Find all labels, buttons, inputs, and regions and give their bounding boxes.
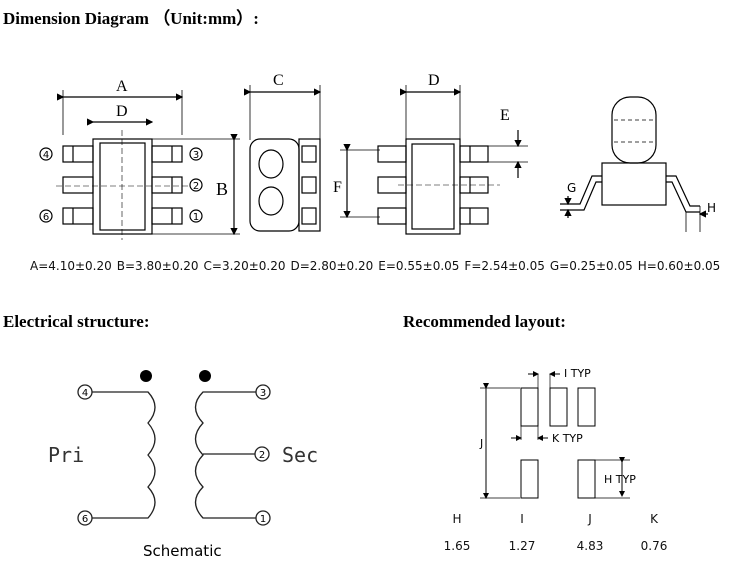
pin-6-label: 6 <box>43 212 49 223</box>
dim-c-label: C <box>273 72 284 89</box>
dim-h-label: H <box>707 201 716 215</box>
pri-label: Pri <box>48 443 84 467</box>
secondary-dot <box>199 370 211 382</box>
dim-f-value: F=2.54±0.05 <box>464 259 545 273</box>
dim-d-label-front: D <box>428 72 440 89</box>
schem-pin-3: 3 <box>260 388 266 399</box>
electrical-structure-heading: Electrical structure: <box>3 312 150 331</box>
table-header-j: J <box>588 512 592 526</box>
schem-pin-4: 4 <box>82 388 88 399</box>
table-header-h: H <box>452 512 462 526</box>
pin-4-label: 4 <box>43 150 49 161</box>
dim-f-label: F <box>333 179 342 196</box>
dim-d-value: D=2.80±0.20 <box>290 259 374 273</box>
front-view <box>340 85 528 235</box>
dim-b-label: B <box>216 179 228 199</box>
layout-i-typ: I TYP <box>564 367 591 380</box>
top-view <box>39 90 240 240</box>
pin-3-label: 3 <box>193 150 199 161</box>
profile-view <box>560 96 708 232</box>
dim-g-label: G <box>567 181 576 195</box>
schem-pin-6: 6 <box>82 514 88 525</box>
table-header-k: K <box>650 512 658 526</box>
schem-pin-2: 2 <box>259 450 265 461</box>
dim-h-value: H=0.60±0.05 <box>637 259 721 273</box>
schematic-caption: Schematic <box>143 542 222 560</box>
side-view <box>244 85 322 232</box>
table-value-i: 1.27 <box>508 539 536 553</box>
dim-e-label: E <box>500 107 510 124</box>
pin-2-label: 2 <box>193 181 199 192</box>
pin-1-label: 1 <box>193 212 199 223</box>
dim-a-value: A=4.10±0.20 <box>30 259 112 273</box>
table-value-k: 0.76 <box>640 539 668 553</box>
layout-k-typ: K TYP <box>552 432 583 445</box>
table-value-j: 4.83 <box>576 539 604 553</box>
layout-h-typ: H TYP <box>604 473 636 486</box>
dim-a-label: A <box>116 78 128 95</box>
table-header-i: I <box>520 512 524 526</box>
layout-j: J <box>479 437 483 450</box>
dim-d-label-top: D <box>116 103 128 120</box>
table-value-h: 1.65 <box>443 539 471 553</box>
dim-g-value: G=0.25±0.05 <box>549 259 633 273</box>
recommended-layout-heading: Recommended layout: <box>403 312 566 331</box>
dimension-diagram-heading: Dimension Diagram （Unit:mm）: <box>3 9 259 28</box>
dim-e-value: E=0.55±0.05 <box>378 259 460 273</box>
layout-drawing <box>480 371 630 499</box>
sec-label: Sec <box>282 443 318 467</box>
primary-dot <box>140 370 152 382</box>
dim-c-value: C=3.20±0.20 <box>203 259 286 273</box>
dim-b-value: B=3.80±0.20 <box>116 259 199 273</box>
dimension-values: A=4.10±0.20 B=3.80±0.20 C=3.20±0.20 D=2.80±… <box>30 259 725 273</box>
schem-pin-1: 1 <box>260 514 266 525</box>
schematic <box>77 384 271 526</box>
